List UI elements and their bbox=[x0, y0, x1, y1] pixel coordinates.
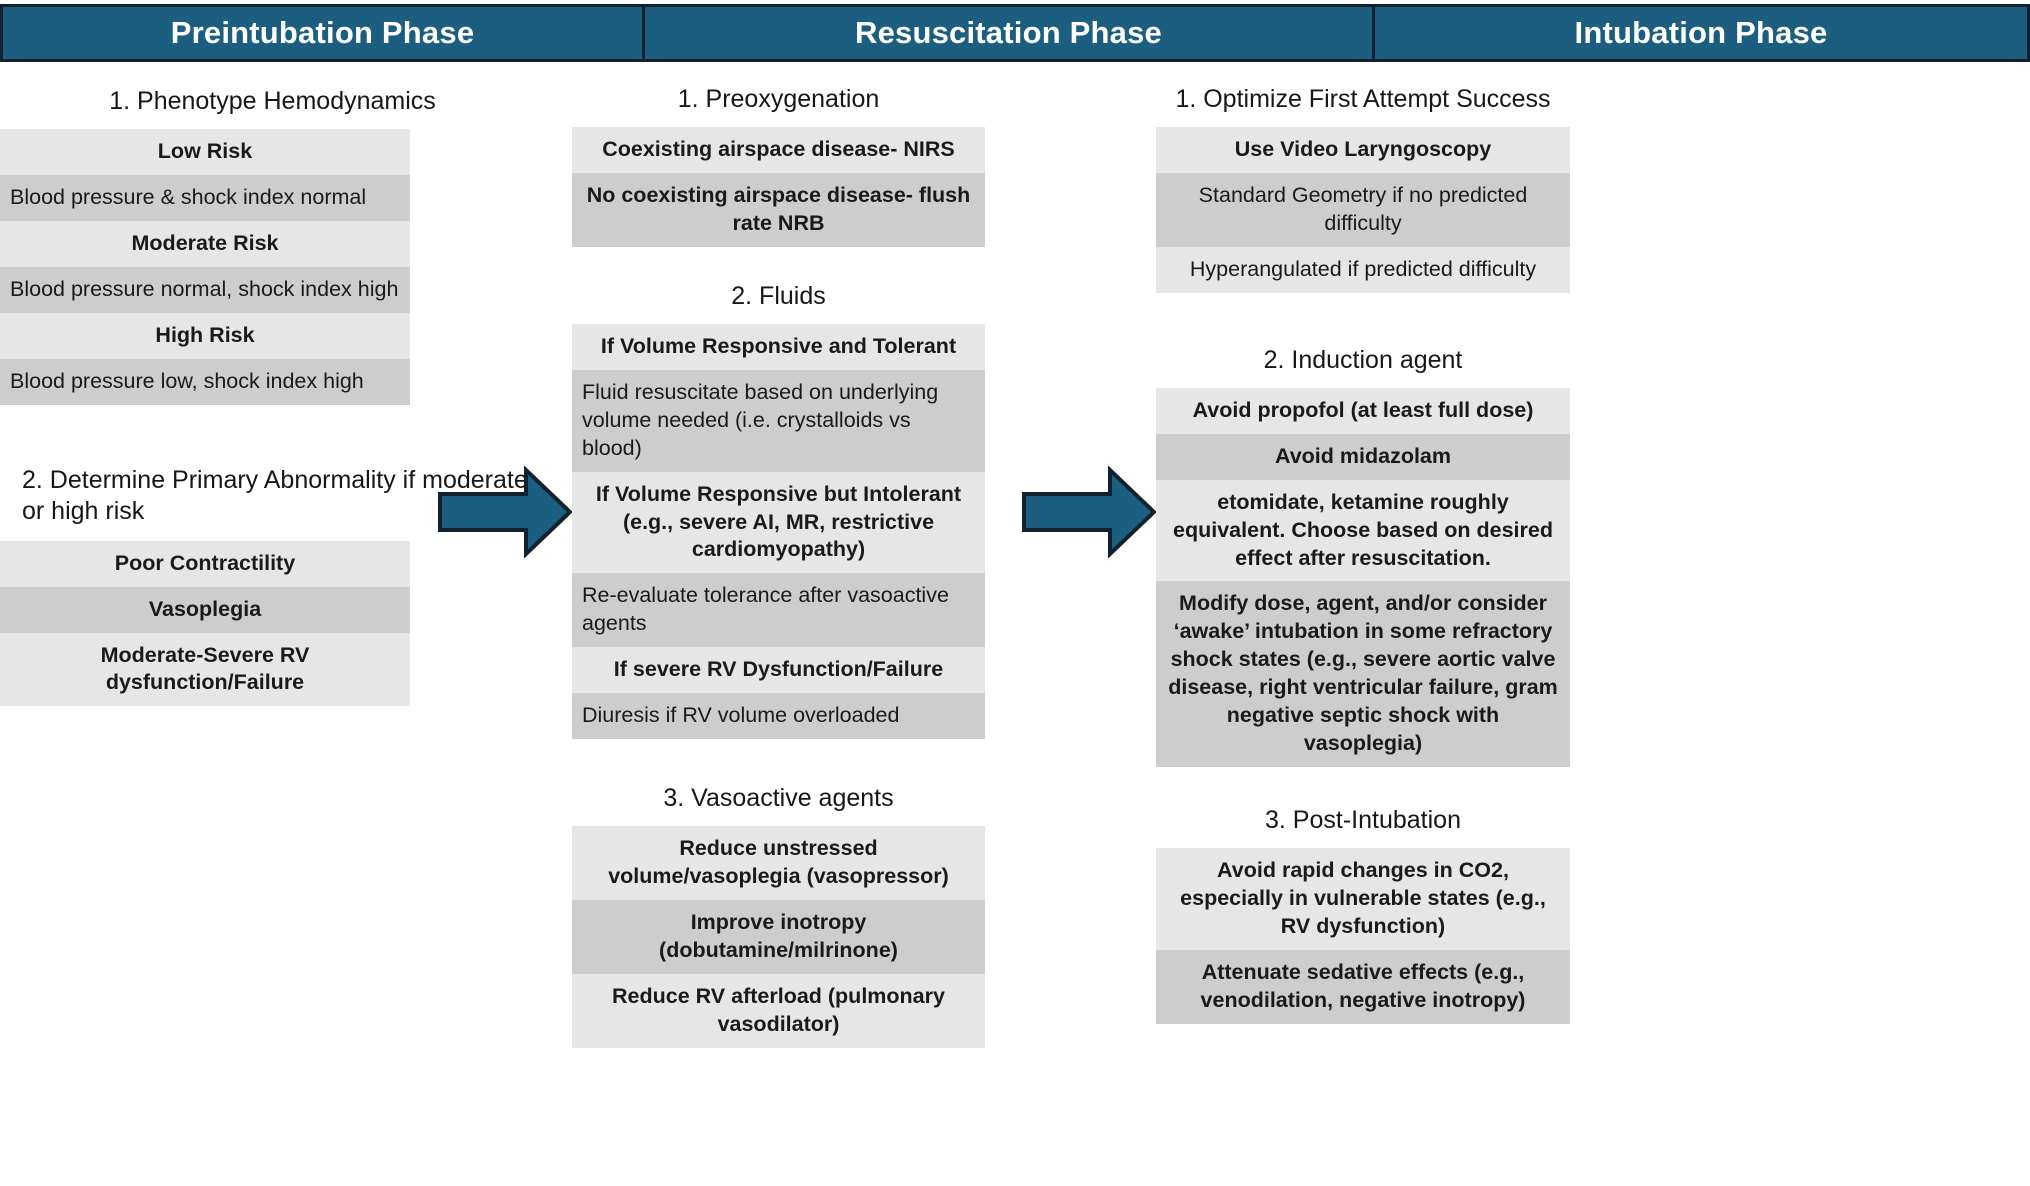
table-row: Blood pressure normal, shock index high bbox=[0, 266, 410, 313]
table-row: Diuresis if RV volume overloaded bbox=[572, 693, 985, 740]
header-preintubation-phase: Preintubation Phase bbox=[0, 7, 645, 59]
arrow-preintubation-to-resuscitation bbox=[438, 466, 572, 558]
table-row: Hyperangulated if predicted difficulty bbox=[1156, 246, 1570, 293]
table-row: Blood pressure & shock index normal bbox=[0, 174, 410, 221]
table-row: Poor Contractility bbox=[0, 540, 410, 587]
section-phenotype-hemodynamics: 1. Phenotype Hemodynamics Low Risk Blood… bbox=[0, 86, 545, 405]
column-preintubation: 1. Phenotype Hemodynamics Low Risk Blood… bbox=[0, 62, 545, 707]
table-row: Vasoplegia bbox=[0, 586, 410, 633]
section-title-preoxygenation: 1. Preoxygenation bbox=[677, 85, 880, 113]
table-row: Moderate Risk bbox=[0, 220, 410, 267]
section-preoxygenation: 1. Preoxygenation Coexisting airspace di… bbox=[572, 84, 985, 247]
table-vasoactive-agents: Reduce unstressed volume/vasoplegia (vas… bbox=[572, 826, 985, 1048]
column-intubation: 1. Optimize First Attempt Success Use Vi… bbox=[1156, 62, 1570, 1024]
table-fluids: If Volume Responsive and Tolerant Fluid … bbox=[572, 323, 985, 740]
table-row: Reduce unstressed volume/vasoplegia (vas… bbox=[572, 826, 985, 900]
section-title-fluids: 2. Fluids bbox=[731, 281, 826, 310]
table-row: Blood pressure low, shock index high bbox=[0, 358, 410, 405]
table-row: Low Risk bbox=[0, 129, 410, 175]
table-row: Moderate-Severe RV dysfunction/Failure bbox=[0, 632, 410, 707]
table-induction-agent: Avoid propofol (at least full dose) Avoi… bbox=[1156, 387, 1570, 768]
section-determine-primary-abnormality: 2. Determine Primary Abnormality if mode… bbox=[0, 465, 545, 707]
table-primary-abnormality: Poor Contractility Vasoplegia Moderate-S… bbox=[0, 540, 410, 707]
table-row: Modify dose, agent, and/or consider ‘awa… bbox=[1156, 581, 1570, 768]
section-title-determine-primary-abnormality: 2. Determine Primary Abnormality if mode… bbox=[22, 465, 528, 525]
section-title-post-intubation: 3. Post-Intubation bbox=[1265, 806, 1461, 835]
section-title-vasoactive-agents: 3. Vasoactive agents bbox=[663, 784, 894, 813]
column-resuscitation: 1. Preoxygenation Coexisting airspace di… bbox=[572, 62, 985, 1048]
header-resuscitation-phase: Resuscitation Phase bbox=[645, 7, 1375, 59]
table-optimize-first-attempt: Use Video Laryngoscopy Standard Geometry… bbox=[1156, 127, 1570, 293]
section-fluids: 2. Fluids If Volume Responsive and Toler… bbox=[572, 281, 985, 740]
phase-header-bar: Preintubation Phase Resuscitation Phase … bbox=[0, 4, 2030, 62]
table-row: Improve inotropy (dobutamine/milrinone) bbox=[572, 900, 985, 974]
section-title-phenotype-hemodynamics: 1. Phenotype Hemodynamics bbox=[109, 87, 436, 115]
table-row: No coexisting airspace disease- flush ra… bbox=[572, 172, 985, 247]
section-post-intubation: 3. Post-Intubation Avoid rapid changes i… bbox=[1156, 805, 1570, 1024]
section-title-induction-agent: 2. Induction agent bbox=[1263, 345, 1463, 374]
table-row: If severe RV Dysfunction/Failure bbox=[572, 647, 985, 694]
table-row: If Volume Responsive and Tolerant bbox=[572, 323, 985, 370]
table-post-intubation: Avoid rapid changes in CO2, especially i… bbox=[1156, 848, 1570, 1024]
table-row: Avoid propofol (at least full dose) bbox=[1156, 387, 1570, 434]
table-row: Use Video Laryngoscopy bbox=[1156, 127, 1570, 173]
section-induction-agent: 2. Induction agent Avoid propofol (at le… bbox=[1156, 345, 1570, 768]
table-row: Re-evaluate tolerance after vasoactive a… bbox=[572, 573, 985, 648]
section-title-optimize-first-attempt: 1. Optimize First Attempt Success bbox=[1175, 85, 1551, 113]
table-row: If Volume Responsive but Intolerant (e.g… bbox=[572, 471, 985, 574]
table-row: Standard Geometry if no predicted diffic… bbox=[1156, 172, 1570, 247]
table-row: Coexisting airspace disease- NIRS bbox=[572, 127, 985, 173]
section-vasoactive-agents: 3. Vasoactive agents Reduce unstressed v… bbox=[572, 783, 985, 1048]
table-row: Reduce RV afterload (pulmonary vasodilat… bbox=[572, 973, 985, 1048]
table-row: etomidate, ketamine roughly equivalent. … bbox=[1156, 479, 1570, 582]
table-row: Avoid midazolam bbox=[1156, 433, 1570, 480]
table-row: Attenuate sedative effects (e.g., venodi… bbox=[1156, 949, 1570, 1024]
section-optimize-first-attempt: 1. Optimize First Attempt Success Use Vi… bbox=[1156, 84, 1570, 293]
table-row: High Risk bbox=[0, 312, 410, 359]
table-phenotype-hemodynamics: Low Risk Blood pressure & shock index no… bbox=[0, 129, 410, 405]
table-preoxygenation: Coexisting airspace disease- NIRS No coe… bbox=[572, 127, 985, 247]
header-intubation-phase: Intubation Phase bbox=[1375, 7, 2030, 59]
table-row: Fluid resuscitate based on underlying vo… bbox=[572, 369, 985, 472]
table-row: Avoid rapid changes in CO2, especially i… bbox=[1156, 848, 1570, 950]
arrow-resuscitation-to-intubation bbox=[1022, 466, 1156, 558]
